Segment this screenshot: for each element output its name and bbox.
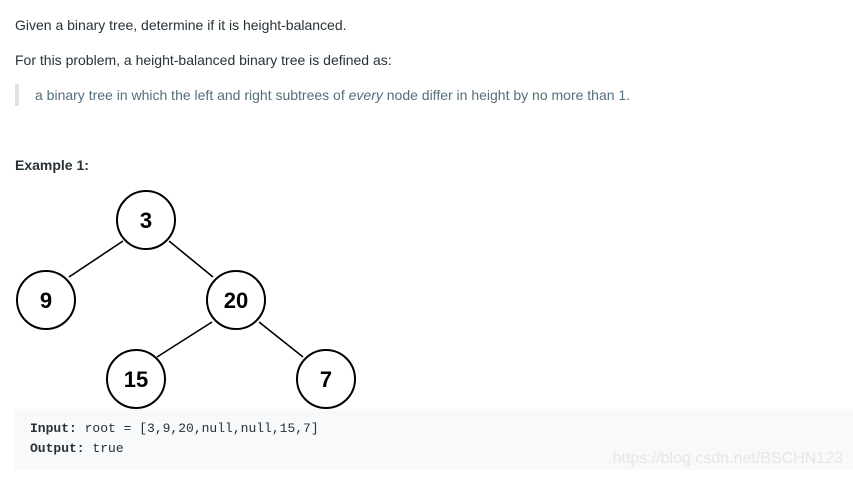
output-line: Output: true	[30, 440, 124, 458]
tree-node-7-circle	[296, 349, 356, 409]
quote-emphasis: every	[348, 87, 383, 103]
output-value: true	[84, 441, 124, 456]
source-watermark: https://blog.csdn.net/BSCHN123	[612, 450, 843, 467]
blockquote-bar	[15, 84, 19, 106]
tree-edge-20-15	[156, 321, 213, 358]
example-code-block: Input: root = [3,9,20,null,null,15,7] Ou…	[15, 409, 853, 470]
tree-node-20-circle	[206, 270, 266, 330]
output-key: Output:	[30, 441, 85, 456]
tree-node-9-label: 9	[40, 288, 52, 313]
tree-node-9: 9	[16, 270, 76, 330]
definition-quote: a binary tree in which the left and righ…	[35, 85, 630, 105]
input-key: Input:	[30, 421, 77, 436]
tree-node-3-label: 3	[140, 208, 152, 233]
tree-node-9-circle	[16, 270, 76, 330]
quote-text-before: a binary tree in which the left and righ…	[35, 87, 349, 103]
tree-node-15-circle	[106, 349, 166, 409]
tree-edges	[68, 240, 304, 358]
tree-node-20-label: 20	[224, 288, 248, 313]
definition-lead: For this problem, a height-balanced bina…	[15, 52, 392, 68]
quote-text-after: node differ in height by no more than 1.	[382, 87, 631, 103]
tree-node-7: 7	[296, 349, 356, 409]
tree-edge-3-9	[68, 240, 124, 278]
tree-node-3-circle	[116, 190, 176, 250]
tree-node-7-label: 7	[320, 367, 332, 392]
problem-intro: Given a binary tree, determine if it is …	[15, 17, 347, 33]
tree-edge-3-20	[168, 240, 214, 278]
tree-node-15: 15	[106, 349, 166, 409]
input-value: root = [3,9,20,null,null,15,7]	[76, 421, 319, 436]
tree-edge-20-7	[258, 321, 304, 358]
tree-node-15-label: 15	[124, 367, 148, 392]
input-line: Input: root = [3,9,20,null,null,15,7]	[30, 420, 319, 438]
tree-node-20: 20	[206, 270, 266, 330]
tree-node-3: 3	[116, 190, 176, 250]
binary-tree-diagram: 3 9 20 15 7	[16, 190, 356, 409]
example-heading: Example 1:	[15, 157, 89, 173]
